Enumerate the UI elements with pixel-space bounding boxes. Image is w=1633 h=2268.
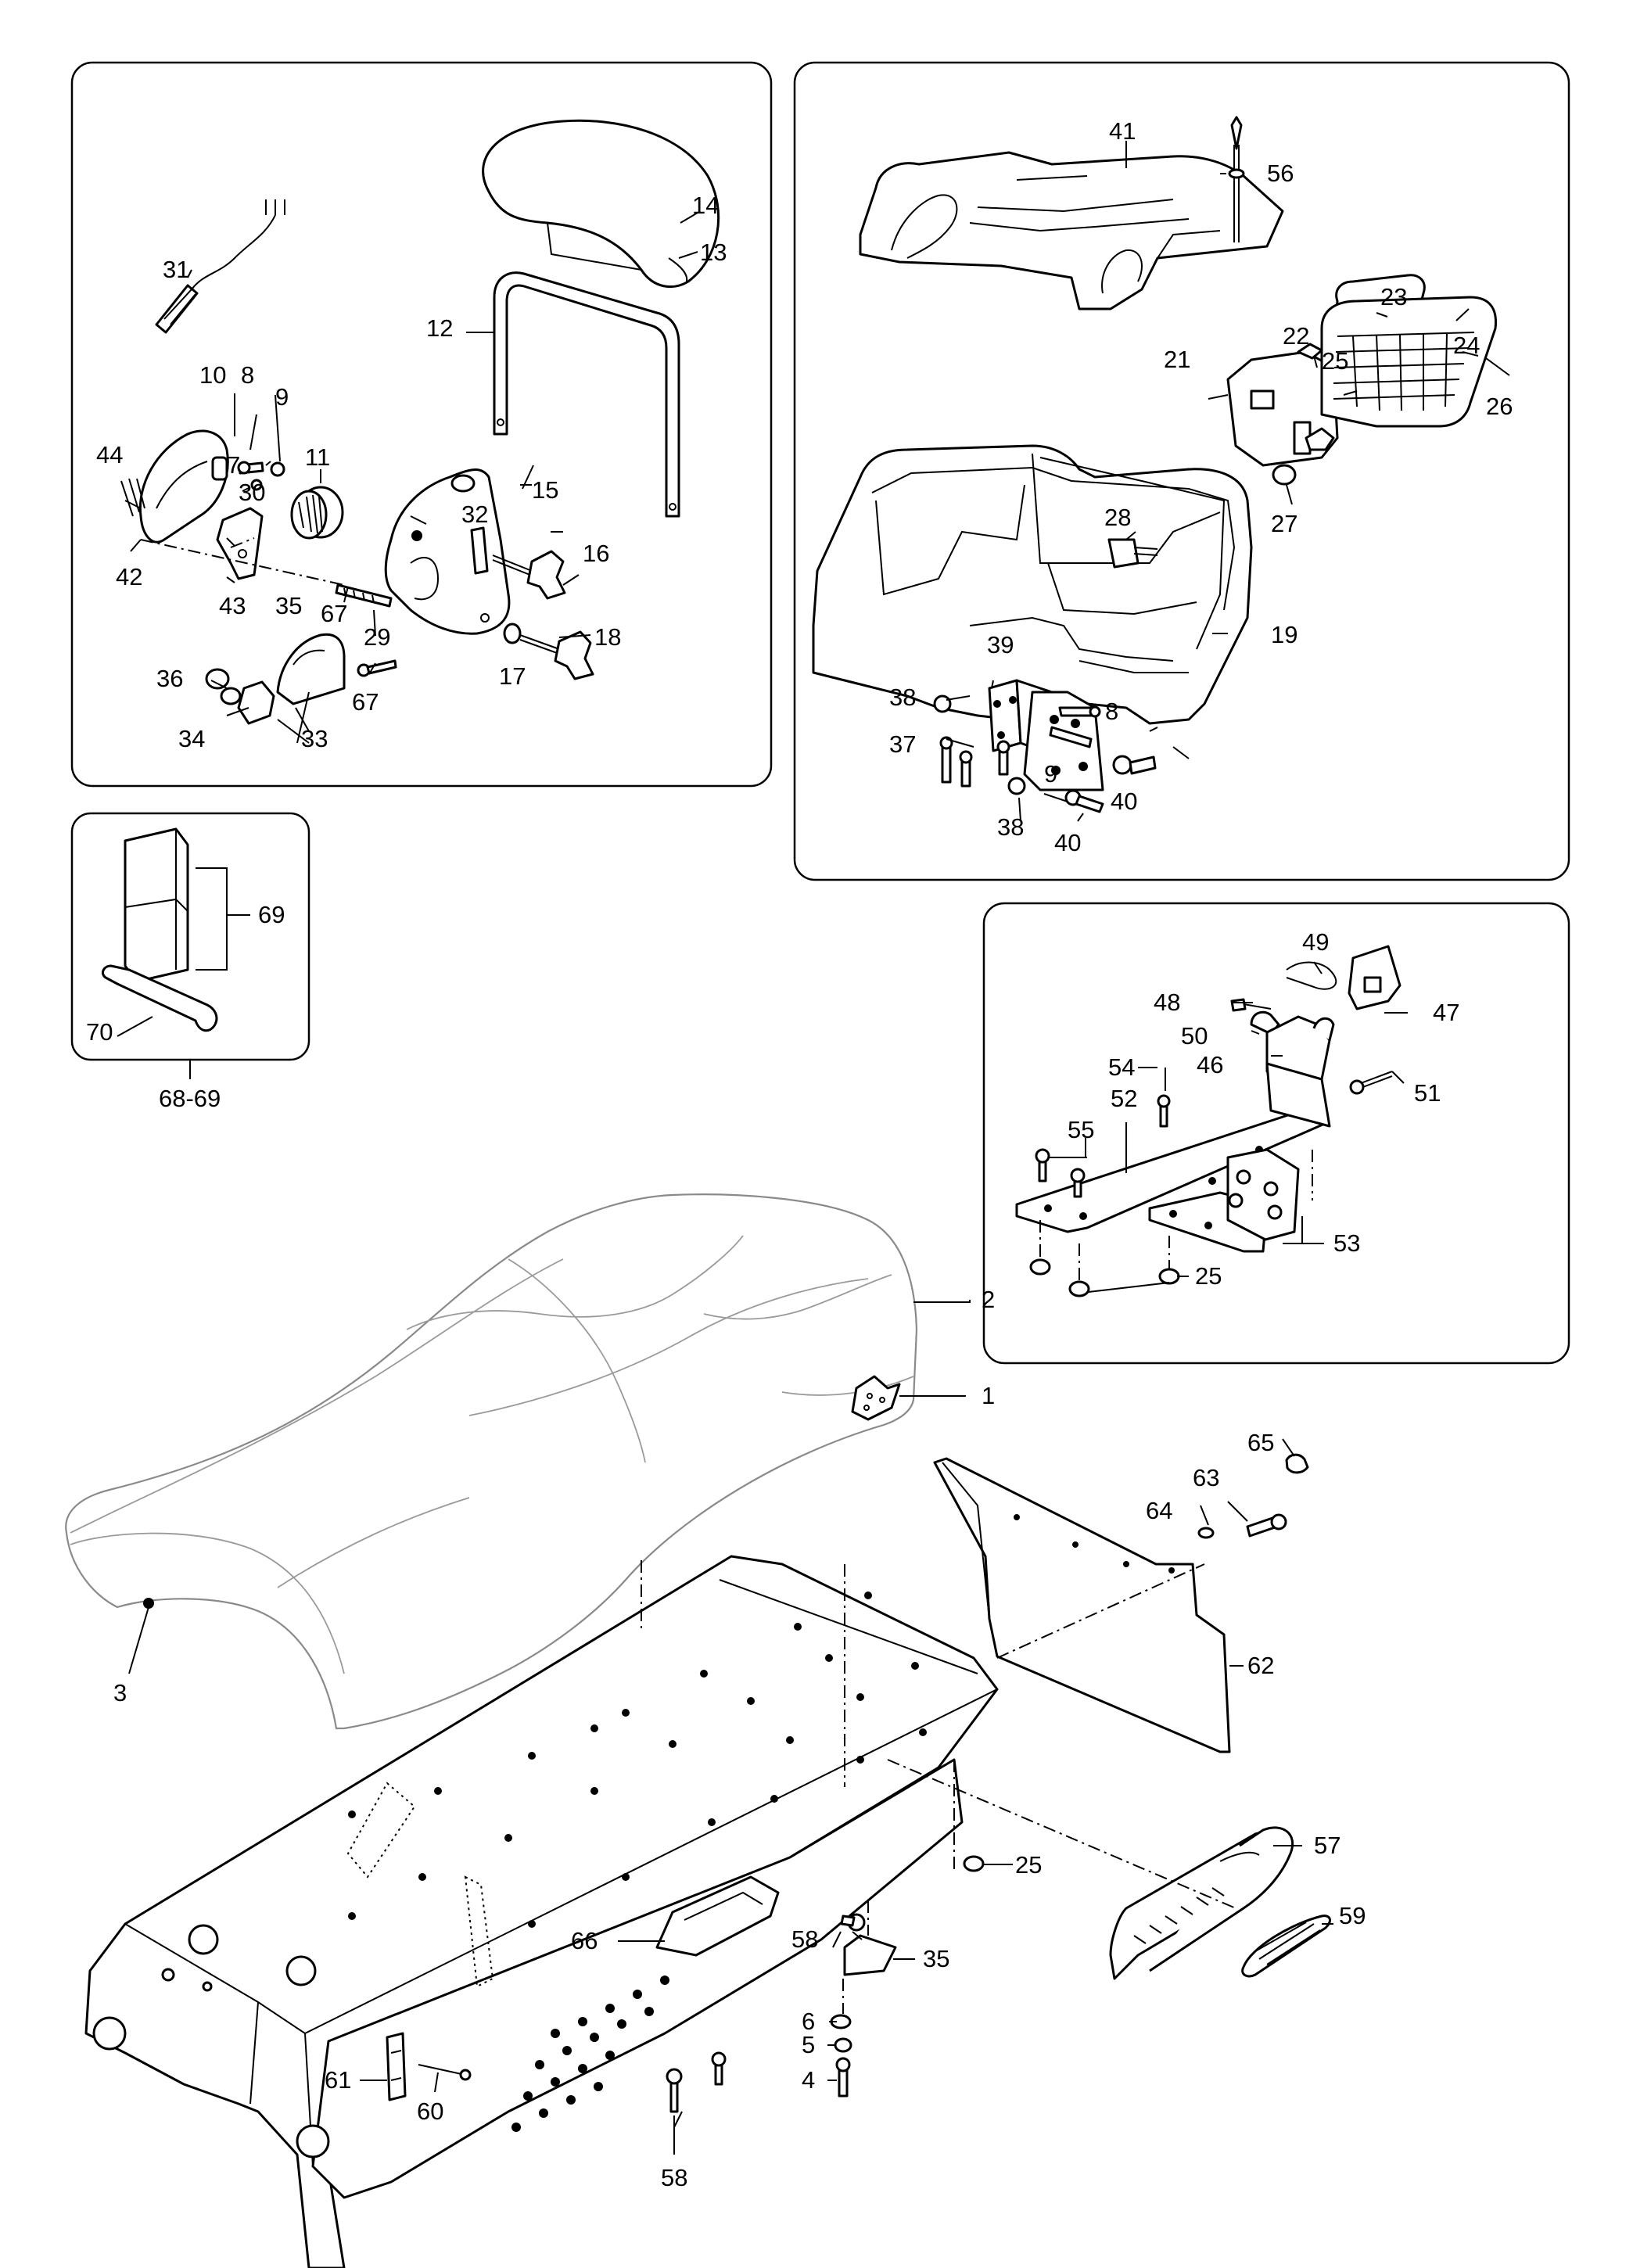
callout-46: 46 [1197, 1051, 1223, 1078]
callout-18: 18 [594, 623, 621, 651]
callout-60: 60 [417, 2098, 443, 2125]
rear-rack-assembly [812, 116, 1510, 822]
callout-25c: 25 [1015, 1851, 1042, 1879]
callout-28: 28 [1104, 504, 1131, 531]
callout-22: 22 [1283, 322, 1309, 350]
callout-34: 34 [178, 725, 205, 752]
callout-29: 29 [364, 623, 390, 651]
callout-40a: 40 [1111, 788, 1137, 815]
callout-56: 56 [1267, 160, 1294, 187]
callout-55: 55 [1068, 1116, 1094, 1143]
knob-11 [290, 486, 344, 540]
callout-7: 7 [227, 451, 240, 479]
callout-8b: 8 [1105, 698, 1118, 725]
tail-bezel [887, 1759, 1333, 1980]
callout-23: 23 [1380, 283, 1407, 310]
callout-42: 42 [116, 563, 142, 590]
panel-bracket [982, 902, 1570, 1365]
callout-26: 26 [1486, 393, 1513, 420]
backrest-assembly [120, 119, 720, 744]
callout-38b: 38 [997, 813, 1024, 841]
seat [65, 1193, 971, 1730]
callout-67a: 67 [321, 600, 347, 627]
callout-2: 2 [982, 1286, 995, 1313]
callout-24: 24 [1453, 332, 1480, 359]
callout-63: 63 [1193, 1464, 1219, 1491]
callout-44: 44 [96, 441, 123, 468]
callout-1: 1 [982, 1382, 995, 1409]
callout-17: 17 [499, 662, 526, 690]
callout-33: 33 [301, 725, 328, 752]
callout-58a: 58 [791, 1925, 818, 1953]
callout-9: 9 [275, 383, 289, 411]
callout-41: 41 [1109, 117, 1136, 145]
callout-54: 54 [1108, 1053, 1135, 1081]
callout-27: 27 [1271, 510, 1297, 537]
callout-30: 30 [239, 479, 265, 506]
callout-5: 5 [802, 2031, 815, 2058]
callout-49: 49 [1302, 928, 1329, 956]
callout-40b: 40 [1054, 829, 1081, 856]
callout-21: 21 [1164, 346, 1190, 373]
callout-37: 37 [889, 730, 916, 758]
seat-pan [84, 1555, 999, 2268]
callout-52: 52 [1111, 1085, 1137, 1112]
callout-38a: 38 [889, 684, 916, 711]
callout-57: 57 [1314, 1832, 1340, 1859]
callout-14: 14 [692, 192, 719, 219]
callout-51: 51 [1414, 1079, 1441, 1107]
callout-50: 50 [1181, 1022, 1208, 1050]
callout-4: 4 [802, 2066, 815, 2094]
panel-rear-rack [793, 61, 1570, 881]
callout-6: 6 [802, 2008, 815, 2035]
callout-59: 59 [1339, 1902, 1366, 1929]
callout-35b: 35 [923, 1945, 949, 1972]
callout-32: 32 [461, 501, 488, 528]
latch-bracket-assembly [1015, 945, 1408, 1297]
callout-36: 36 [156, 665, 183, 692]
pan-holes [348, 1592, 927, 1928]
knob-16 [492, 550, 566, 600]
callout-3: 3 [113, 1679, 127, 1706]
footrest-holes [511, 1976, 669, 2132]
callout-25b: 25 [1195, 1262, 1222, 1290]
callout-43: 43 [219, 592, 246, 619]
panel-backrest [70, 61, 773, 788]
callout-19: 19 [1271, 621, 1297, 648]
callout-9b: 9 [1044, 760, 1057, 788]
callout-47: 47 [1433, 999, 1459, 1026]
rear-panel [933, 1438, 1309, 1753]
callout-31: 31 [163, 256, 189, 283]
callout-35a: 35 [275, 592, 302, 619]
callout-8: 8 [241, 361, 254, 389]
callout-69: 69 [258, 901, 285, 928]
lock-33 [205, 633, 397, 725]
callout-58b: 58 [661, 2164, 687, 2191]
callout-66: 66 [571, 1927, 598, 1954]
wire-harness-31 [155, 199, 285, 334]
callout-70: 70 [86, 1018, 113, 1046]
tool-kit [102, 827, 250, 1079]
callout-61: 61 [325, 2066, 351, 2094]
callout-68-69: 68-69 [159, 1085, 221, 1112]
callout-15: 15 [532, 476, 558, 504]
callout-11: 11 [305, 443, 330, 471]
callout-65: 65 [1247, 1429, 1274, 1456]
callout-16: 16 [583, 540, 609, 567]
callout-13: 13 [700, 239, 727, 266]
callout-64: 64 [1146, 1497, 1172, 1524]
callout-12: 12 [426, 314, 453, 342]
callout-53: 53 [1333, 1229, 1360, 1257]
callout-39: 39 [987, 631, 1014, 659]
callout-25a: 25 [1322, 347, 1348, 375]
callout-10: 10 [199, 361, 226, 389]
callout-48: 48 [1154, 989, 1180, 1016]
callout-67b: 67 [352, 688, 379, 716]
callout-62: 62 [1247, 1652, 1274, 1679]
